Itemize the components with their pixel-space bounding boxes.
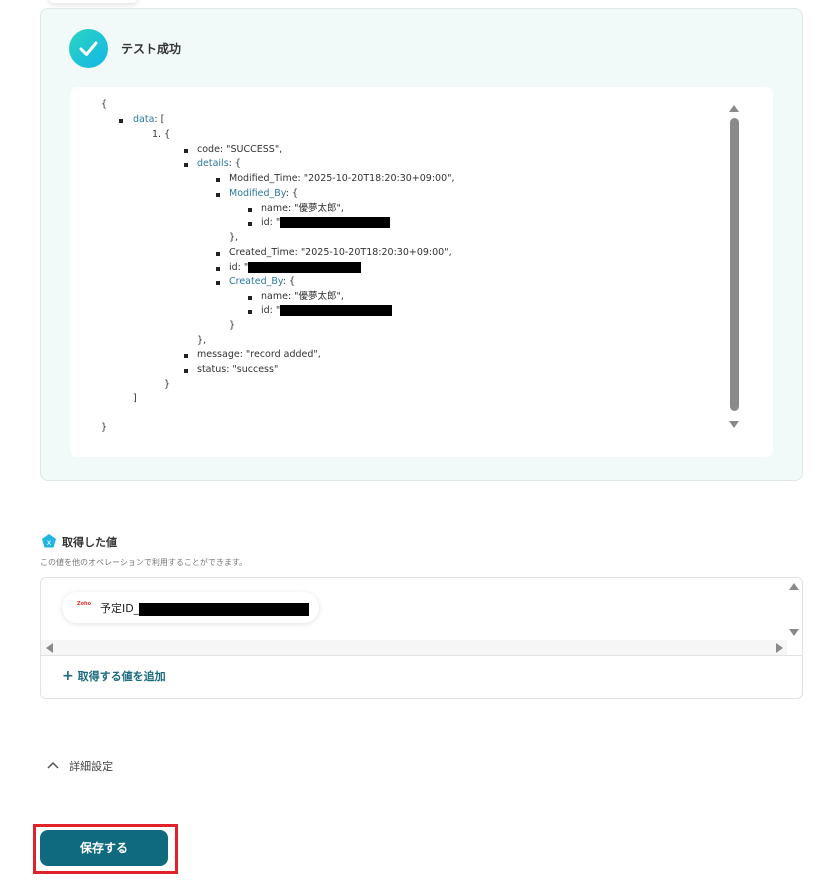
svg-text:x: x <box>47 538 52 547</box>
json-line: id: " <box>261 305 393 317</box>
bullet <box>119 119 123 123</box>
json-line: name: "優夢太郎", <box>261 291 344 302</box>
highlight-box <box>33 824 178 874</box>
json-line: }, <box>197 335 207 346</box>
json-line: } <box>101 422 108 433</box>
advanced-settings-label: 詳細設定 <box>69 759 114 773</box>
json-line: Created_By: { <box>229 276 295 288</box>
scroll-up-arrow[interactable] <box>729 105 739 112</box>
value-pill-label: 予定ID_ <box>100 600 310 616</box>
json-key: details <box>197 158 229 169</box>
json-text: : { <box>285 188 299 199</box>
redacted-block <box>280 217 391 228</box>
scroll-down-arrow[interactable] <box>729 421 739 428</box>
value-pill-text: 予定ID_ <box>100 602 140 615</box>
json-line: id: " <box>229 262 362 274</box>
json-line: id: " <box>261 217 391 229</box>
advanced-settings-toggle[interactable]: 詳細設定 <box>46 755 113 774</box>
bullet <box>216 267 220 271</box>
json-line: } <box>229 320 236 331</box>
json-line: code: "SUCCESS", <box>197 144 283 155</box>
horizontal-scrollbar[interactable] <box>41 640 787 655</box>
json-text: id: " <box>229 262 249 273</box>
chevron-up-icon <box>47 761 59 769</box>
previous-card-stub <box>48 0 138 3</box>
json-line: } <box>164 379 171 390</box>
bullet <box>248 222 252 226</box>
bullet <box>216 281 220 285</box>
json-line: 1. { <box>152 129 171 140</box>
scrollbar-thumb[interactable] <box>730 118 739 411</box>
json-text: : { <box>282 276 296 287</box>
json-line: { <box>101 99 108 110</box>
zoho-logo-icon: Zoho <box>77 601 92 607</box>
bullet <box>248 310 252 314</box>
plus-icon: + <box>62 668 74 684</box>
json-line: Modified_By: { <box>229 188 298 200</box>
json-line: Modified_Time: "2025-10-20T18:20:30+09:0… <box>229 173 455 184</box>
json-line: details: { <box>197 158 241 170</box>
bullet <box>184 369 188 373</box>
json-text: id: " <box>261 217 281 228</box>
divider <box>41 655 802 656</box>
json-line: Created_Time: "2025-10-20T18:20:30+09:00… <box>229 247 452 258</box>
add-value-label: 取得する値を追加 <box>77 670 166 683</box>
result-title: テスト成功 <box>121 42 182 56</box>
json-line: data: [ <box>133 114 164 126</box>
bullet <box>248 296 252 300</box>
scroll-left-arrow[interactable] <box>46 643 53 653</box>
add-value-button[interactable]: + 取得する値を追加 <box>62 668 166 684</box>
bullet <box>184 163 188 167</box>
redacted-block <box>280 305 393 316</box>
bullet <box>184 149 188 153</box>
scroll-right-arrow[interactable] <box>776 643 783 653</box>
json-text: : { <box>228 158 241 169</box>
json-text: id: " <box>261 305 281 316</box>
values-scroll-up-arrow[interactable] <box>789 583 799 590</box>
json-key: data <box>133 114 155 125</box>
json-key: Modified_By <box>229 188 286 199</box>
values-subtitle: この値を他のオペレーションで利用することができます。 <box>40 558 248 567</box>
bullet <box>184 354 188 358</box>
json-viewer[interactable] <box>70 87 773 457</box>
success-check-icon <box>69 29 108 68</box>
redacted-block <box>248 262 362 273</box>
json-line: }, <box>229 232 239 243</box>
save-button[interactable]: 保存する <box>40 830 168 866</box>
json-line: name: "優夢太郎", <box>261 203 344 214</box>
values-icon: x <box>41 533 57 553</box>
json-key: Created_By <box>229 276 283 287</box>
bullet <box>216 178 220 182</box>
redacted-block <box>139 602 310 616</box>
json-line: ] <box>133 393 137 404</box>
json-line: status: "success" <box>197 364 279 375</box>
values-title: 取得した値 <box>62 536 117 549</box>
bullet <box>216 252 220 256</box>
values-scroll-down-arrow[interactable] <box>789 629 799 636</box>
bullet <box>248 208 252 212</box>
values-box <box>40 577 803 699</box>
bullet <box>216 193 220 197</box>
json-line: message: "record added", <box>197 349 321 360</box>
json-text: : [ <box>154 114 165 125</box>
